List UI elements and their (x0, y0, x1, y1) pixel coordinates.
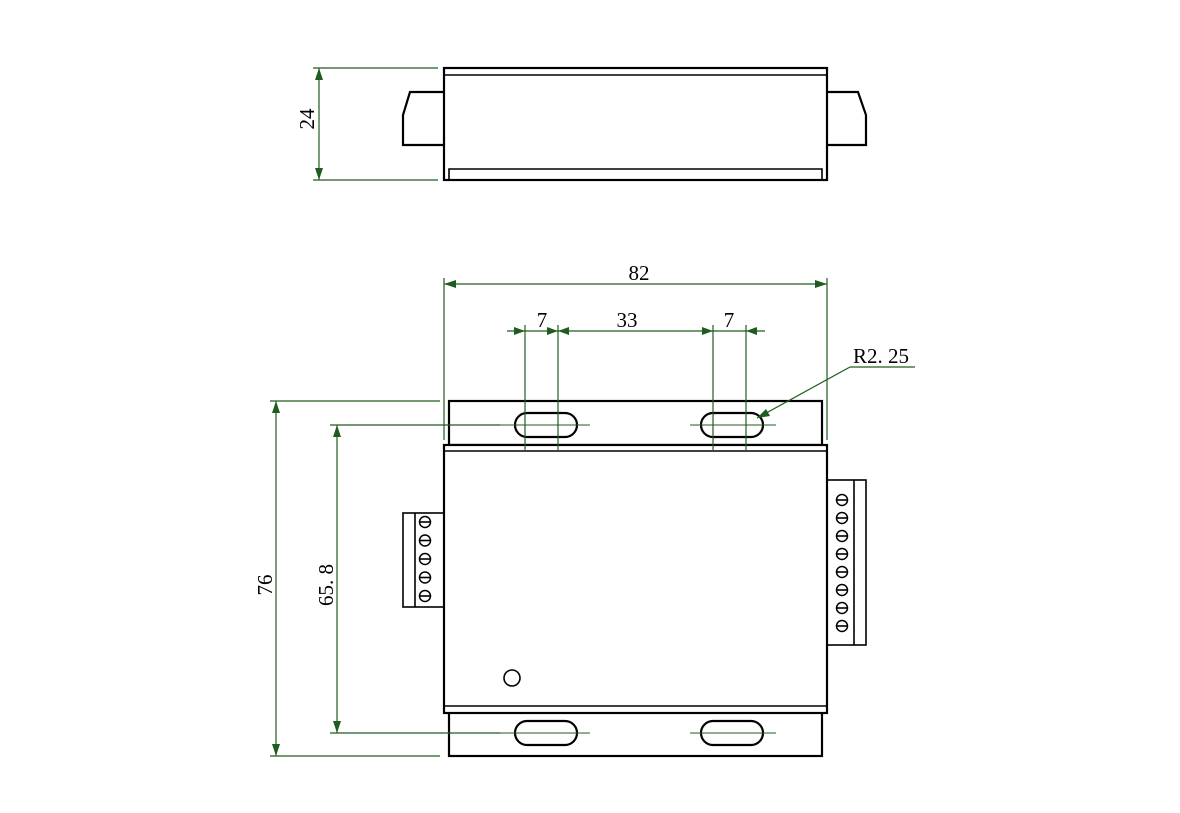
overall-width-label: 82 (629, 261, 650, 285)
dimension-slots: 7 33 7 (507, 308, 765, 452)
dimension-height: 24 (295, 67, 438, 181)
enclosure-body (442, 443, 829, 715)
bottom-mounting-flange (447, 710, 824, 758)
dimension-overall-width: 82 (443, 261, 828, 440)
slot-width-left-label: 7 (537, 308, 548, 332)
plan-view (402, 399, 867, 758)
side-view-base-plate (448, 168, 823, 180)
height-dimension-label: 24 (295, 108, 319, 130)
side-view (401, 66, 868, 182)
slot-radius-label: R2. 25 (853, 344, 909, 368)
left-terminal-screws (418, 515, 432, 603)
status-led (503, 669, 521, 687)
dimension-mount-pitch: 65. 8 (314, 424, 500, 734)
dimension-overall-depth: 76 (253, 400, 440, 757)
right-terminal-screws (835, 493, 849, 633)
slot-spacing-label: 33 (617, 308, 638, 332)
left-terminal-block (402, 512, 445, 608)
right-terminal-block (826, 479, 867, 646)
dimension-radius: R2. 25 (756, 344, 915, 419)
mount-pitch-label: 65. 8 (314, 564, 338, 606)
side-view-left-connector (401, 90, 444, 147)
side-view-right-connector (827, 90, 868, 147)
top-mounting-flange (447, 399, 824, 447)
slot-width-right-label: 7 (724, 308, 735, 332)
side-view-body (442, 66, 829, 182)
overall-depth-label: 76 (253, 575, 277, 596)
